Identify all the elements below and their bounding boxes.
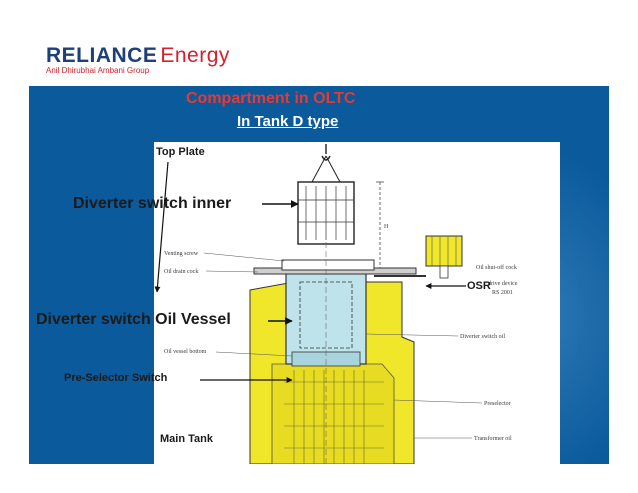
scan-label-preselector: Preselector: [484, 401, 511, 407]
crane-hook: [321, 144, 331, 161]
label-preselector-switch: Pre-Selector Switch: [64, 372, 168, 384]
scan-label-oil-shutoff-cock: Oil shut-off cock: [476, 264, 517, 271]
scan-label-transformer-oil: Transformer oil: [474, 435, 512, 442]
logo-group: Anil Dhirubhai Ambani Group: [46, 66, 150, 75]
head-cover: [281, 259, 375, 271]
scan-label-drive-device: drive device: [488, 281, 518, 287]
slide-subtitle: In Tank D type: [237, 113, 339, 130]
slide-title: Compartment in OLTC: [186, 90, 356, 107]
scan-label-diverter-switch-oil: Diverter switch oil: [460, 334, 505, 340]
logo-brand-suffix: Energy: [160, 44, 230, 67]
scan-label-rs: RS 2001: [492, 290, 513, 296]
main-tank-lower: [271, 363, 395, 464]
label-main-tank: Main Tank: [160, 433, 213, 445]
lifting-wire: [311, 155, 327, 183]
scan-label-venting-screw: Venting screw: [164, 251, 199, 257]
label-top-plate: Top Plate: [156, 146, 205, 158]
logo-brand: RELIANCE: [46, 44, 158, 67]
scan-label-oil-vessel-bottom: Oil vessel bottom: [164, 349, 207, 355]
osr-relay: [425, 235, 463, 267]
svg-text:H: H: [384, 224, 389, 230]
label-diverter-inner: Diverter switch inner: [73, 195, 232, 212]
oltc-diagram: H Venting screw Oil drain cock Oil shut-…: [164, 144, 518, 464]
scan-label-oil-drain-cock: Oil drain cock: [164, 269, 198, 275]
label-osr: OSR: [467, 280, 491, 292]
preselector-hatch: [284, 370, 384, 464]
label-diverter-oil-vessel: Diverter switch Oil Vessel: [36, 311, 231, 328]
